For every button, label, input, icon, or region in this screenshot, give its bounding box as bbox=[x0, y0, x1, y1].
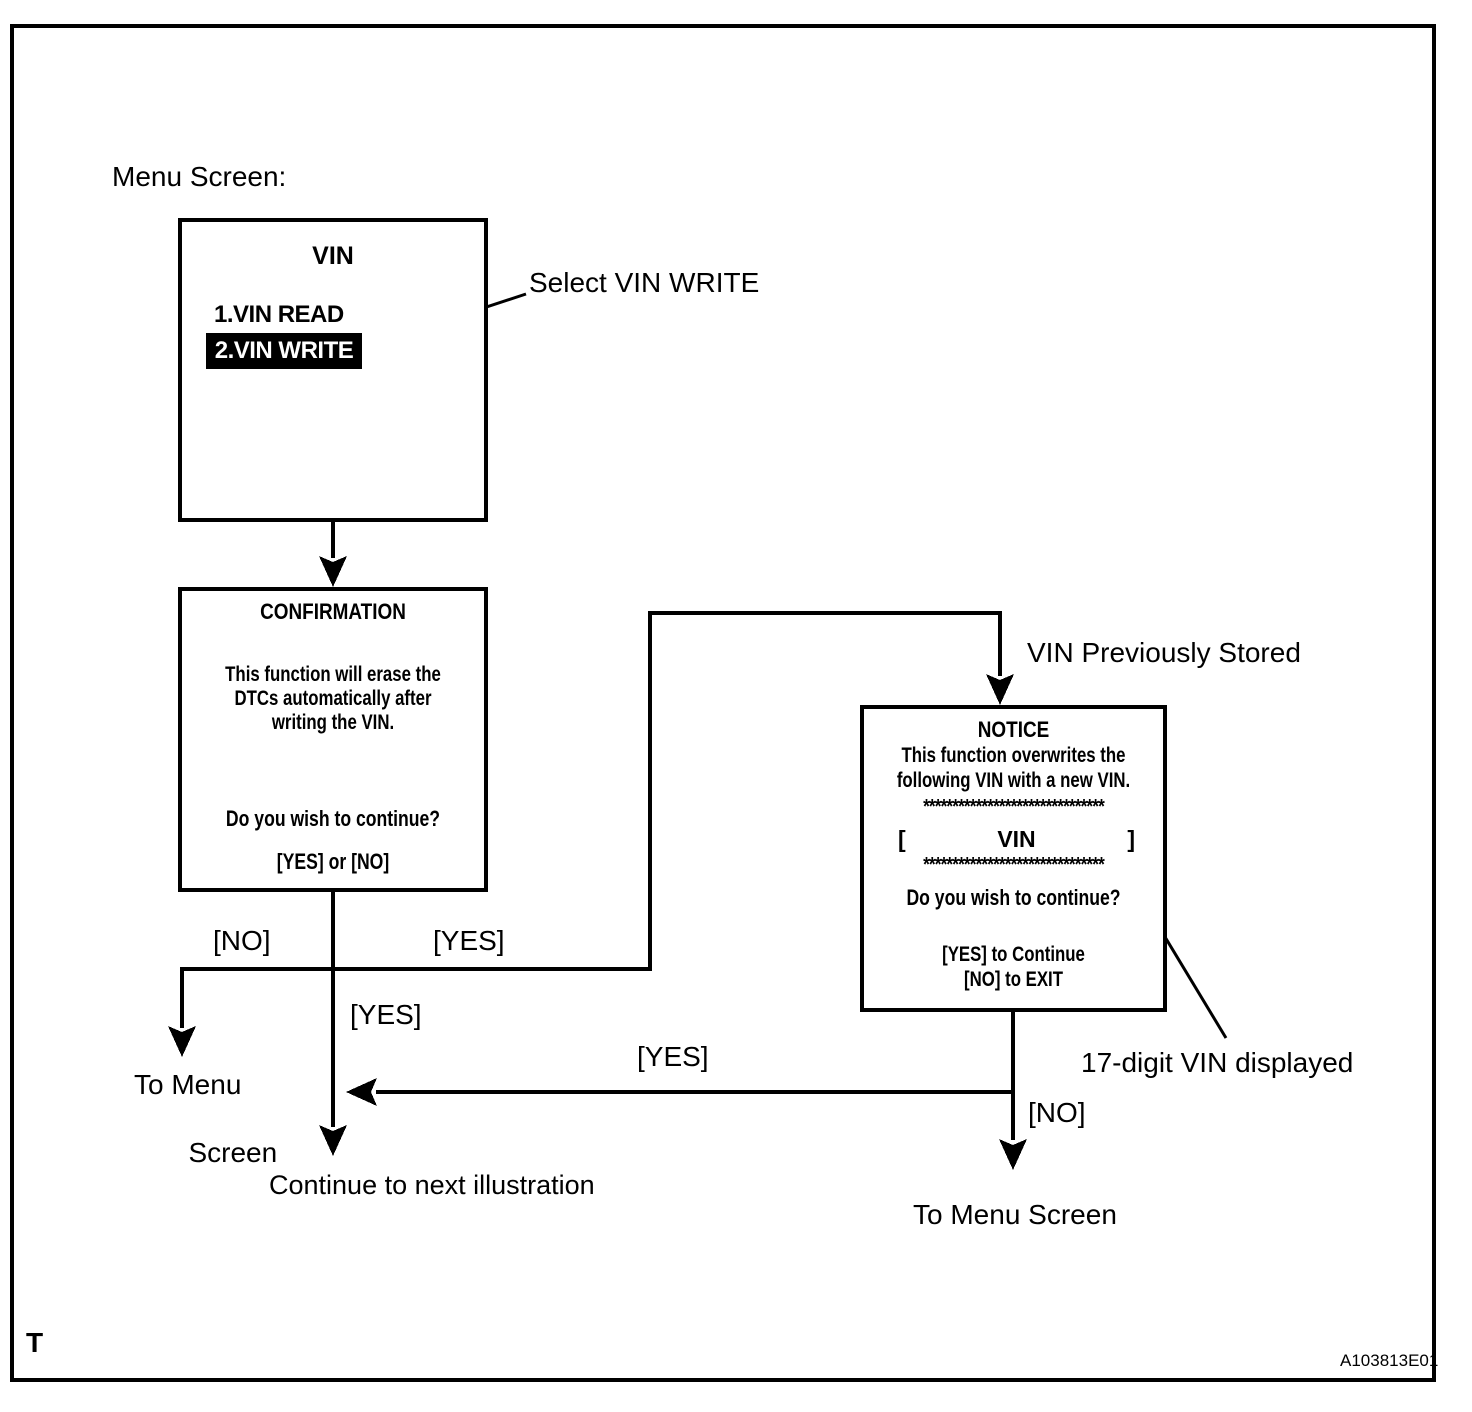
callout-select-vin-write: Select VIN WRITE bbox=[529, 267, 760, 298]
terminal-line: To Menu bbox=[134, 1069, 242, 1100]
terminal-to-menu-screen-left: To Menu Screen bbox=[134, 1068, 277, 1170]
arrow-down-continue bbox=[319, 1125, 347, 1156]
arrow-left-yes-return bbox=[346, 1078, 377, 1106]
menu-item-vin-read: 1.VIN READ bbox=[214, 301, 344, 328]
menu-screen-label: Menu Screen: bbox=[112, 161, 287, 192]
menu-item-vin-write-selected: 2.VIN WRITE bbox=[206, 333, 362, 369]
notice-body-line: This function overwrites the bbox=[901, 744, 1126, 767]
confirmation-title: CONFIRMATION bbox=[260, 599, 406, 624]
edge-label-yes-down: [YES] bbox=[350, 999, 422, 1030]
confirmation-body-line: DTCs automatically after bbox=[234, 687, 432, 710]
arrow-down-no-right bbox=[999, 1139, 1027, 1170]
figure-id: A103813E01 bbox=[1340, 1351, 1439, 1370]
vin-menu-screen: VIN 1.VIN READ 2.VIN WRITE bbox=[178, 218, 488, 522]
confirmation-options: [YES] or [NO] bbox=[276, 849, 390, 874]
callout-17-digit-vin: 17-digit VIN displayed bbox=[1081, 1047, 1354, 1078]
notice-stars-top: ******************************* bbox=[923, 796, 1105, 818]
vin-bracket-close: ] bbox=[1127, 826, 1135, 852]
terminal-continue-next: Continue to next illustration bbox=[269, 1170, 595, 1200]
confirmation-question: Do you wish to continue? bbox=[225, 806, 441, 831]
vin-bracket-open: [ bbox=[898, 826, 906, 852]
terminal-line: Screen bbox=[188, 1137, 278, 1168]
arrow-down-into-confirmation bbox=[319, 556, 347, 587]
notice-body-line: following VIN with a new VIN. bbox=[896, 769, 1131, 792]
terminal-to-menu-screen-right: To Menu Screen bbox=[913, 1199, 1117, 1230]
callout-vin-previously-stored: VIN Previously Stored bbox=[1027, 637, 1301, 668]
confirmation-body-line: This function will erase the bbox=[225, 663, 441, 686]
edge-label-no-down: [NO] bbox=[1028, 1097, 1086, 1128]
menu-item-vin-write-label: 2.VIN WRITE bbox=[214, 337, 354, 364]
notice-screen: NOTICE This function overwrites the foll… bbox=[860, 705, 1167, 1012]
edge-label-yes-return: [YES] bbox=[637, 1041, 709, 1072]
edge-label-yes-right: [YES] bbox=[433, 925, 505, 956]
edge-label-no-left: [NO] bbox=[213, 925, 271, 956]
notice-stars-bottom: ******************************* bbox=[923, 854, 1105, 876]
confirmation-body-line: writing the VIN. bbox=[271, 711, 395, 734]
notice-no-line: [NO] to EXIT bbox=[964, 968, 1063, 991]
figure-border bbox=[10, 24, 1436, 1382]
corner-mark-t: T bbox=[26, 1327, 44, 1358]
notice-yes-line: [YES] to Continue bbox=[942, 943, 1085, 966]
arrow-down-into-notice bbox=[986, 674, 1014, 705]
notice-title: NOTICE bbox=[977, 717, 1050, 742]
vin-field-label: VIN bbox=[997, 826, 1036, 852]
arrow-down-no-left bbox=[168, 1026, 196, 1057]
vin-menu-title: VIN bbox=[312, 242, 354, 270]
confirmation-screen: CONFIRMATION This function will erase th… bbox=[178, 587, 488, 892]
notice-question: Do you wish to continue? bbox=[906, 885, 1121, 910]
notice-vin-field: [ VIN ] bbox=[898, 826, 1135, 853]
